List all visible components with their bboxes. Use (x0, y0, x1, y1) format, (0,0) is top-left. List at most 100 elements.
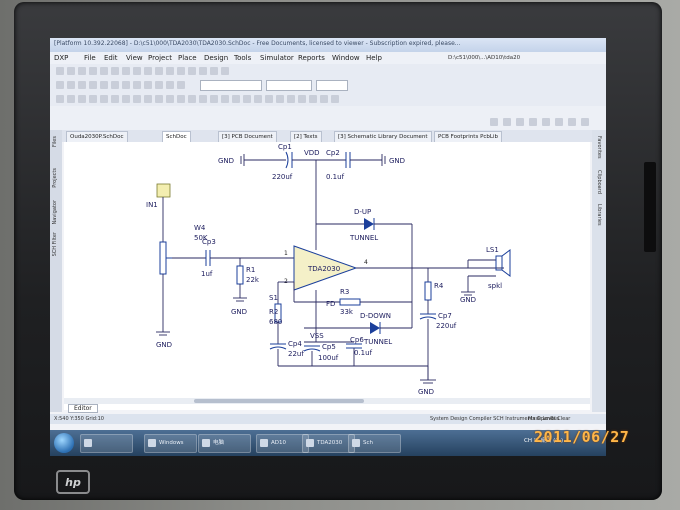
menu-place[interactable]: Place (178, 54, 197, 62)
toolbar-button[interactable] (133, 81, 141, 89)
toolbar-button[interactable] (100, 81, 108, 89)
toolbar-button[interactable] (490, 118, 498, 126)
doc-tab[interactable]: [2] Texts (290, 131, 322, 142)
toolbar-button[interactable] (56, 81, 64, 89)
toolbar-button[interactable] (232, 95, 240, 103)
left-panel-tab[interactable]: Files (52, 136, 58, 147)
menu-dxp[interactable]: DXP (54, 54, 69, 62)
toolbar-button[interactable] (111, 67, 119, 75)
toolbar-button[interactable] (111, 95, 119, 103)
toolbar-button[interactable] (221, 67, 229, 75)
toolbar-combo[interactable] (316, 80, 348, 91)
toolbar-button[interactable] (166, 81, 174, 89)
toolbar-button[interactable] (243, 95, 251, 103)
toolbar-button[interactable] (210, 67, 218, 75)
toolbar-button[interactable] (78, 95, 86, 103)
toolbar-button[interactable] (188, 67, 196, 75)
menu-reports[interactable]: Reports (298, 54, 325, 62)
taskbar-button[interactable]: AD10 (256, 434, 309, 453)
diode-d-up[interactable] (364, 218, 374, 230)
right-panel-tab[interactable]: Favorites (596, 136, 602, 159)
menu-design[interactable]: Design (204, 54, 229, 62)
toolbar-button[interactable] (265, 95, 273, 103)
toolbar-button[interactable] (56, 67, 64, 75)
taskbar-button[interactable]: Windows (144, 434, 197, 453)
toolbar-button[interactable] (177, 67, 185, 75)
toolbar-button[interactable] (287, 95, 295, 103)
toolbar-button[interactable] (67, 95, 75, 103)
left-panel-tab[interactable]: Navigator (52, 200, 58, 225)
doc-tab[interactable]: [3] PCB Document (218, 131, 277, 142)
toolbar-button[interactable] (133, 95, 141, 103)
diode-d-down[interactable] (370, 322, 380, 334)
toolbar-button[interactable] (555, 118, 563, 126)
toolbar-button[interactable] (144, 81, 152, 89)
toolbar-combo[interactable] (266, 80, 312, 91)
horizontal-scrollbar[interactable] (64, 398, 590, 404)
resistor-r4[interactable] (424, 281, 432, 301)
status-mask[interactable]: Mask Level Clear (528, 416, 571, 422)
schematic-canvas[interactable]: IN1 GND W4 50K Cp3 1uf R1 22k (64, 142, 590, 410)
toolbar-button[interactable] (155, 67, 163, 75)
toolbar-button[interactable] (199, 95, 207, 103)
potentiometer-w4[interactable] (159, 241, 167, 275)
menu-help[interactable]: Help (366, 54, 382, 62)
editor-tab[interactable]: Editor (68, 404, 98, 413)
menu-file[interactable]: File (84, 54, 96, 62)
left-panel-tab[interactable]: Projects (52, 168, 58, 188)
toolbar-button[interactable] (89, 67, 97, 75)
toolbar-button[interactable] (516, 118, 524, 126)
menu-view[interactable]: View (126, 54, 143, 62)
menu-window[interactable]: Window (332, 54, 360, 62)
scrollbar-thumb[interactable] (194, 399, 364, 403)
ic-tda2030[interactable] (293, 245, 358, 291)
toolbar-button[interactable] (309, 95, 317, 103)
toolbar-button[interactable] (529, 118, 537, 126)
taskbar-button[interactable]: Sch (348, 434, 401, 453)
capacitor-cp1[interactable] (285, 151, 289, 169)
taskbar-button[interactable]: TDA2030 (302, 434, 355, 453)
taskbar-button[interactable]: 电脑 (198, 434, 251, 453)
right-panel-tab[interactable]: Clipboard (596, 170, 602, 194)
toolbar-button[interactable] (155, 95, 163, 103)
taskbar-button[interactable] (80, 434, 133, 453)
toolbar-button[interactable] (177, 95, 185, 103)
right-panel-tab[interactable]: Libraries (596, 204, 602, 226)
toolbar-button[interactable] (122, 81, 130, 89)
toolbar-button[interactable] (581, 118, 589, 126)
doc-tab[interactable]: [3] Schematic Library Document (334, 131, 432, 142)
toolbar-button[interactable] (100, 95, 108, 103)
toolbar-combo[interactable] (200, 80, 262, 91)
toolbar-button[interactable] (276, 95, 284, 103)
doc-tab[interactable]: SchDoc (162, 131, 191, 142)
toolbar-button[interactable] (122, 67, 130, 75)
toolbar-button[interactable] (111, 81, 119, 89)
toolbar-button[interactable] (89, 95, 97, 103)
toolbar-button[interactable] (320, 95, 328, 103)
toolbar-button[interactable] (254, 95, 262, 103)
doc-tab[interactable]: Ouda2030P.SchDoc (66, 131, 128, 142)
resistor-r3[interactable] (339, 298, 361, 306)
toolbar-button[interactable] (100, 67, 108, 75)
toolbar-button[interactable] (188, 95, 196, 103)
toolbar-button[interactable] (144, 67, 152, 75)
toolbar-button[interactable] (133, 67, 141, 75)
toolbar-button[interactable] (568, 118, 576, 126)
toolbar-button[interactable] (122, 95, 130, 103)
path-box[interactable]: D:\c51\000\...\AD10\tda20 (448, 55, 521, 61)
toolbar-button[interactable] (503, 118, 511, 126)
system-tray[interactable]: CH ☐ 桌面 (C:) (524, 438, 564, 444)
toolbar-button[interactable] (298, 95, 306, 103)
toolbar-button[interactable] (78, 81, 86, 89)
toolbar-button[interactable] (56, 95, 64, 103)
toolbar-button[interactable] (177, 81, 185, 89)
menu-tools[interactable]: Tools (234, 54, 252, 62)
toolbar-button[interactable] (67, 67, 75, 75)
toolbar-button[interactable] (89, 81, 97, 89)
toolbar-button[interactable] (210, 95, 218, 103)
toolbar-button[interactable] (155, 81, 163, 89)
toolbar-button[interactable] (144, 95, 152, 103)
toolbar-button[interactable] (221, 95, 229, 103)
toolbar-button[interactable] (78, 67, 86, 75)
resistor-r1[interactable] (236, 265, 244, 285)
